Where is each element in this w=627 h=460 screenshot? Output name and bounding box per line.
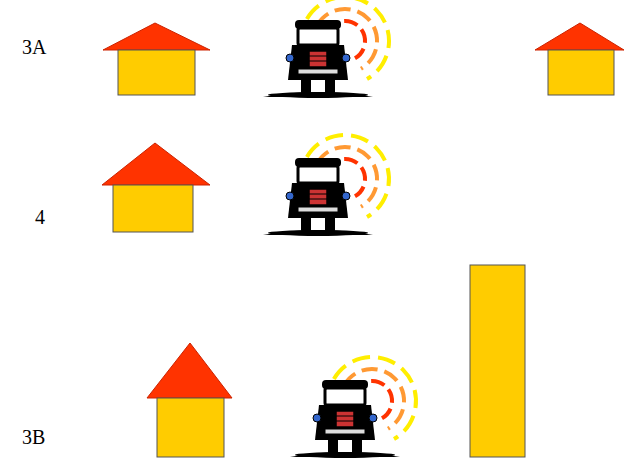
row-label: 3A [22, 36, 46, 59]
house [147, 343, 232, 457]
car-with-sound [263, 0, 389, 98]
house [103, 23, 210, 95]
house [102, 143, 210, 232]
house [535, 23, 624, 95]
row-label: 3B [22, 426, 45, 449]
tall-building [470, 265, 525, 457]
car-with-sound [290, 357, 416, 458]
car-with-sound [263, 135, 389, 236]
row-label: 4 [35, 206, 45, 229]
